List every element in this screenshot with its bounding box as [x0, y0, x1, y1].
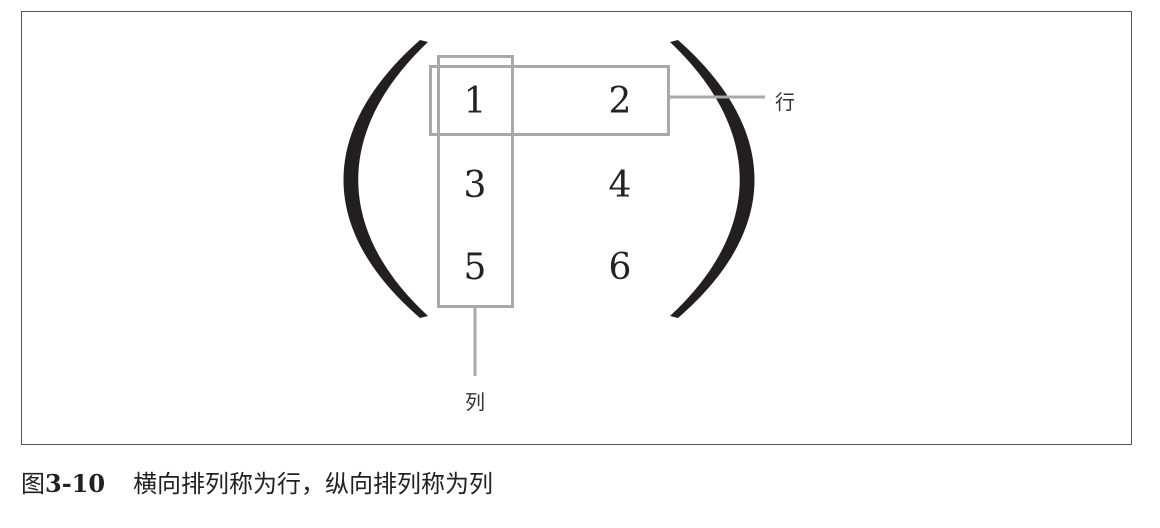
- right-parenthesis: [670, 40, 755, 318]
- left-parenthesis: [343, 40, 428, 318]
- column-highlight-box: [437, 55, 514, 308]
- matrix-cell: 4: [608, 165, 632, 206]
- caption-figure-number: 3-10: [45, 469, 106, 498]
- caption-prefix: 图: [21, 470, 45, 498]
- matrix-cell: 6: [608, 247, 632, 288]
- figure-frame: [21, 11, 1132, 445]
- matrix-cell: 3: [463, 165, 487, 206]
- matrix-cell: 1: [463, 81, 487, 122]
- matrix-cell: 2: [608, 81, 632, 122]
- figure-caption: 图3-10 横向排列称为行，纵向排列称为列: [21, 464, 493, 499]
- row-label: 行: [775, 90, 795, 114]
- row-highlight-box: [429, 65, 670, 136]
- caption-text: 横向排列称为行，纵向排列称为列: [133, 470, 494, 498]
- column-label: 列: [465, 390, 485, 414]
- matrix-cell: 5: [463, 247, 487, 288]
